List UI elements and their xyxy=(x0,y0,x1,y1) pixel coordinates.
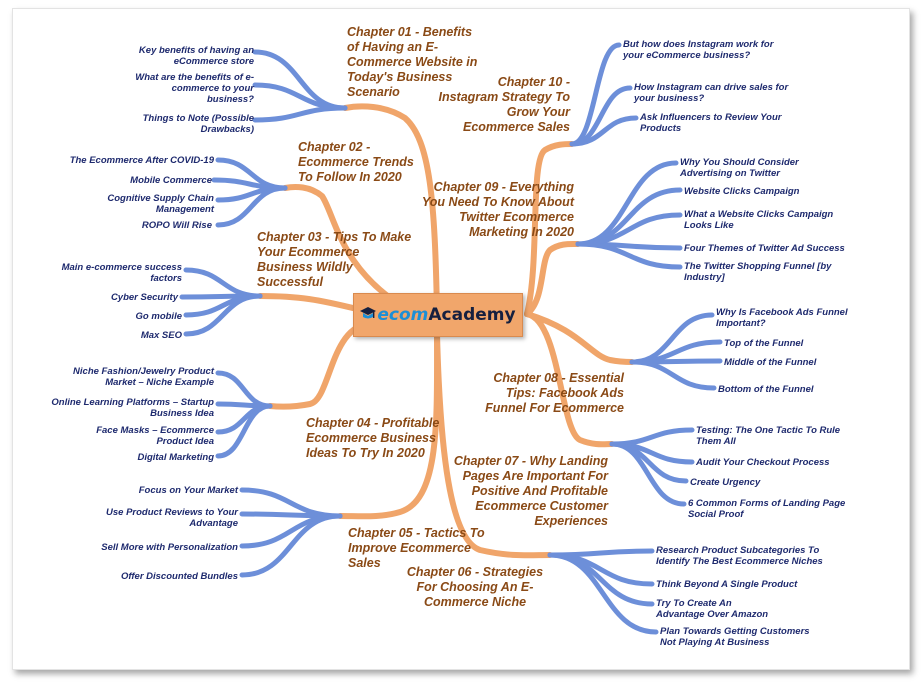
ch06-leaf-3 xyxy=(547,552,655,607)
graduation-cap-icon xyxy=(360,307,377,319)
ch04-leaf-4 xyxy=(215,403,273,459)
ch05-item-3: Sell More with Personalization xyxy=(101,542,238,553)
logo-text-ecom: ecom xyxy=(377,305,429,325)
ch05-item-1: Focus on Your Market xyxy=(138,485,238,496)
ch08-item-2: Top of the Funnel xyxy=(724,338,804,349)
logo-text-academy: Academy xyxy=(428,305,516,325)
ch01-item-2: What are the benefits of e-commerce to y… xyxy=(135,72,254,105)
ch09-item-4: Four Themes of Twitter Ad Success xyxy=(684,243,845,254)
ch01-branch xyxy=(342,103,440,317)
ch03-item-3: Go mobile xyxy=(135,311,182,322)
ch10-leaf-3 xyxy=(569,115,639,147)
ch06-branch xyxy=(434,331,553,559)
ch03-leaf-4 xyxy=(183,293,263,337)
ch02-item-4: ROPO Will Rise xyxy=(141,220,212,231)
ch02-branch xyxy=(282,184,410,312)
ch06-leaf-4 xyxy=(547,552,659,635)
ch08-leaf-4 xyxy=(629,359,717,391)
mind-map-frame xyxy=(12,8,910,670)
ch03-item-4: Max SEO xyxy=(140,330,182,341)
ch01-leaf-1 xyxy=(252,49,348,111)
ch05-item-4: Offer Discounted Bundles xyxy=(120,571,238,582)
ch10-branch xyxy=(524,141,575,317)
ch07-branch xyxy=(524,311,615,448)
ch01-leaf-3 xyxy=(252,105,348,123)
ch02-item-2: Mobile Commerce xyxy=(130,175,212,186)
ch03-item-2: Cyber Security xyxy=(110,292,178,303)
ch07-leaf-1 xyxy=(609,427,695,447)
ch06-item-2: Think Beyond A Single Product xyxy=(656,579,798,590)
ch03-branch xyxy=(257,293,360,312)
ch02-leaf-4 xyxy=(215,185,288,228)
ch08-branch xyxy=(524,311,635,365)
ch03-leaf-1 xyxy=(183,267,263,299)
ch07-item-2: Audit Your Checkout Process xyxy=(696,457,830,468)
ch07-leaf-4 xyxy=(609,441,687,507)
ch09-item-2: Website Clicks Campaign xyxy=(684,186,800,197)
ch04-leaf-1 xyxy=(215,370,273,409)
ch04-branch xyxy=(267,321,370,410)
ch08-item-3: Middle of the Funnel xyxy=(724,357,817,368)
ch02-item-1: The Ecommerce After COVID-19 xyxy=(69,155,214,166)
ch07-item-3: Create Urgency xyxy=(690,477,761,488)
ch09-branch xyxy=(524,240,581,317)
ch05-leaf-4 xyxy=(239,513,343,578)
ch04-item-4: Digital Marketing xyxy=(137,452,214,463)
ch08-item-4: Bottom of the Funnel xyxy=(718,384,814,395)
ch09-leaf-5 xyxy=(575,241,683,270)
